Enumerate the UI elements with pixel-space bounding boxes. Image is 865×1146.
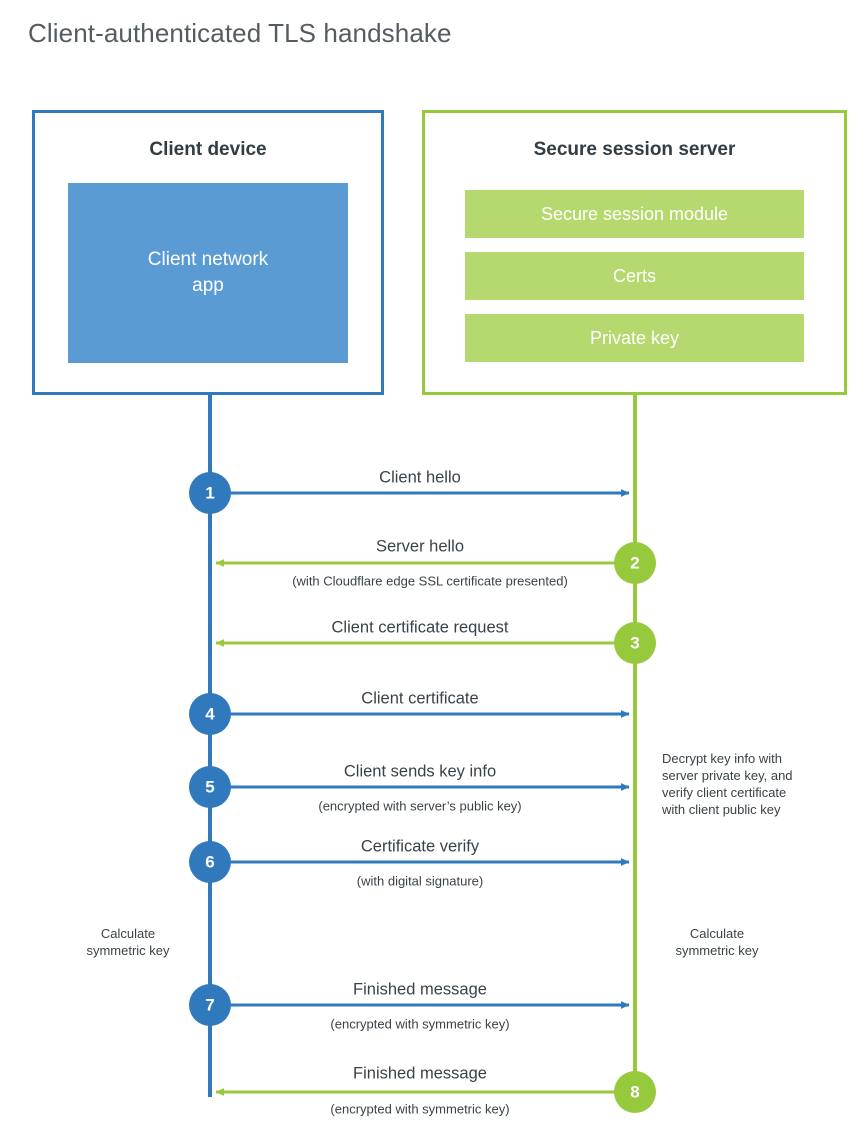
client-network-app-block: Client network app <box>68 183 348 363</box>
server-component-private-key: Private key <box>465 314 804 362</box>
secure-session-server-box: Secure session server Secure session mod… <box>422 110 847 395</box>
page-title: Client-authenticated TLS handshake <box>28 18 452 48</box>
server-component-label: Private key <box>589 327 680 348</box>
step-number-2: 2 <box>630 554 639 573</box>
step-number-4: 4 <box>205 705 215 724</box>
step-8-primary-label: Finished message <box>353 1064 487 1083</box>
step-number-5: 5 <box>205 778 214 797</box>
secure-session-server-title: Secure session server <box>533 139 736 160</box>
server-component-certs: Certs <box>465 252 804 300</box>
server-components-list: Secure session module Certs Private key <box>465 190 804 376</box>
client-network-app-label: Client network app <box>147 249 269 296</box>
server-component-secure-session-module: Secure session module <box>465 190 804 238</box>
step-2-primary-label: Server hello <box>375 537 465 556</box>
server-component-label: Secure session module <box>540 203 729 224</box>
server-calculate-symmetric-key-note: Calculate symmetric key <box>675 926 759 958</box>
server-decrypt-note: Decrypt key info with server private key… <box>662 751 793 817</box>
step-marker-4[interactable]: 4 <box>189 693 231 735</box>
step-number-7: 7 <box>205 996 214 1015</box>
step-3-primary-label: Client certificate request <box>331 618 509 637</box>
client-calculate-symmetric-key-note: Calculate symmetric key <box>86 926 170 958</box>
step-7-sub-label: (encrypted with symmetric key) <box>330 1016 510 1032</box>
step-marker-7[interactable]: 7 <box>189 984 231 1026</box>
step-number-1: 1 <box>205 484 214 503</box>
step-marker-3[interactable]: 3 <box>614 622 656 664</box>
step-marker-1[interactable]: 1 <box>189 472 231 514</box>
step-1-primary-label: Client hello <box>379 468 461 487</box>
step-8-sub-label: (encrypted with symmetric key) <box>330 1101 510 1117</box>
step-6-primary-label: Certificate verify <box>360 837 480 856</box>
client-device-box: Client device Client network app <box>32 110 384 395</box>
step-marker-2[interactable]: 2 <box>614 542 656 584</box>
step-number-3: 3 <box>630 634 639 653</box>
step-2-sub-label: (with Cloudflare edge SSL certificate pr… <box>292 573 568 589</box>
step-number-8: 8 <box>630 1083 639 1102</box>
step-marker-6[interactable]: 6 <box>189 841 231 883</box>
step-marker-5[interactable]: 5 <box>189 766 231 808</box>
step-number-6: 6 <box>205 853 214 872</box>
step-5-sub-label: (encrypted with server’s public key) <box>318 798 522 814</box>
client-device-title: Client device <box>149 139 267 160</box>
step-4-primary-label: Client certificate <box>361 689 479 708</box>
step-7-primary-label: Finished message <box>353 980 487 999</box>
step-5-primary-label: Client sends key info <box>343 762 497 781</box>
step-6-sub-label: (with digital signature) <box>356 873 484 889</box>
step-marker-8[interactable]: 8 <box>614 1071 656 1113</box>
server-component-label: Certs <box>612 265 656 286</box>
